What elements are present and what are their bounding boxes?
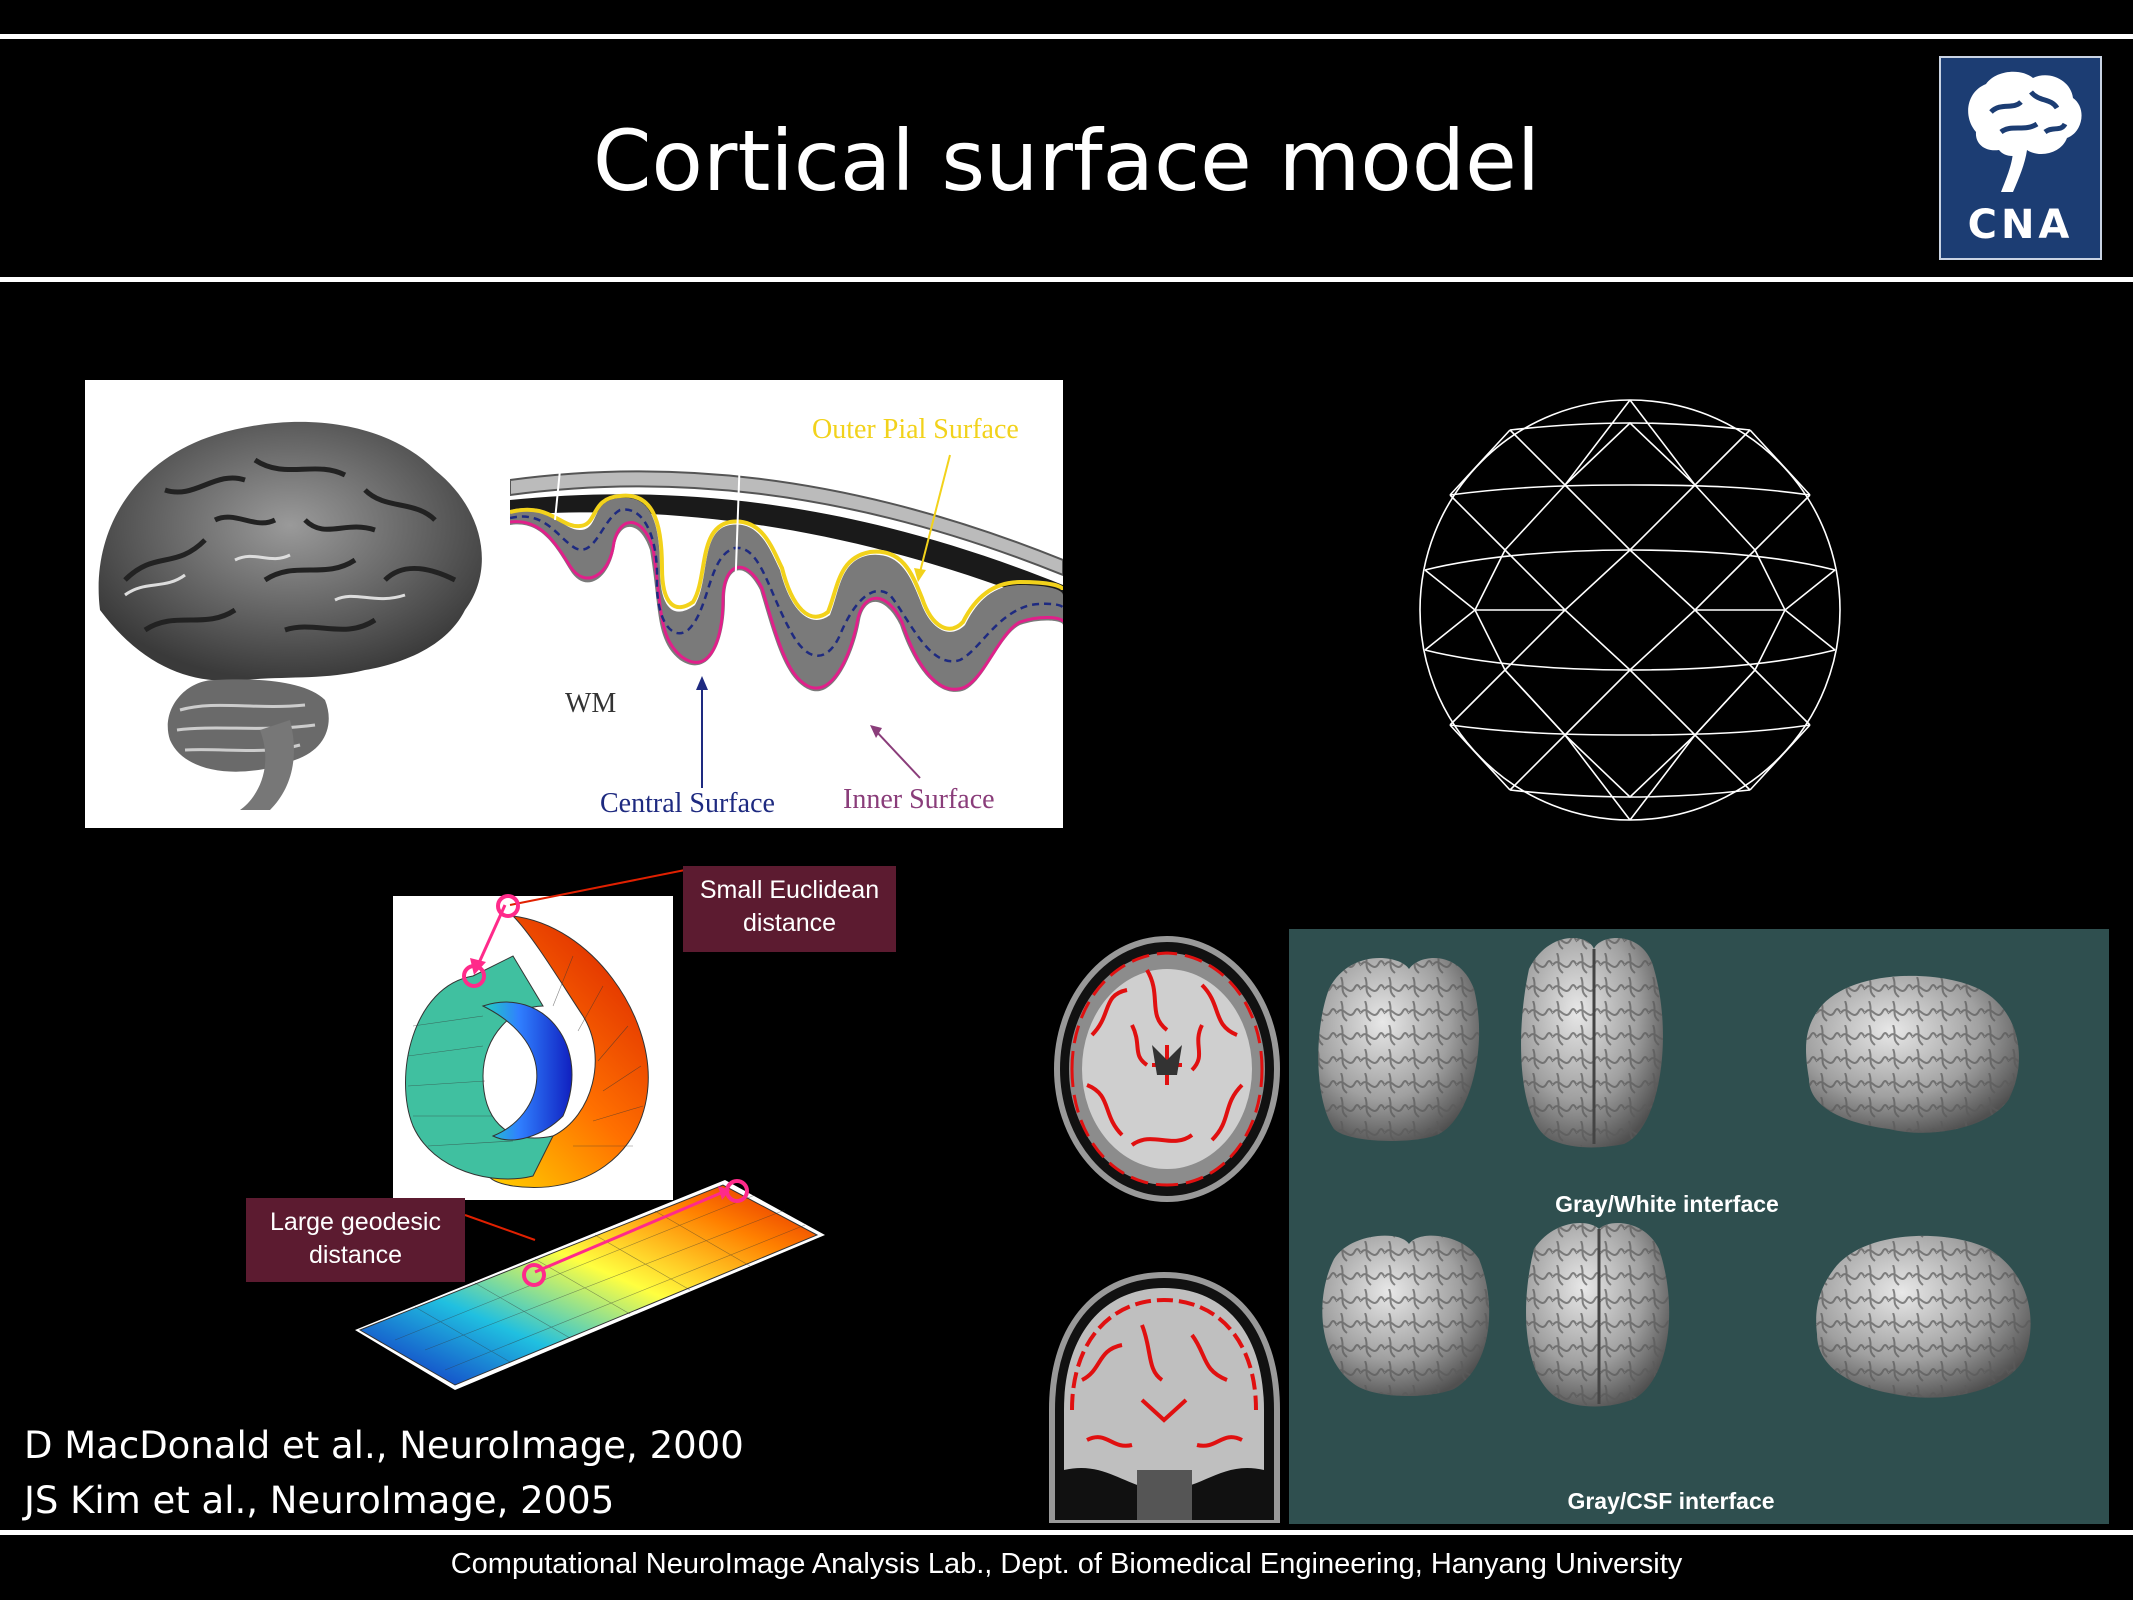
top-rule: [0, 34, 2133, 39]
brain-photo: [85, 380, 535, 828]
label-csf: CSF: [558, 409, 608, 440]
reference-kim: JS Kim et al., NeuroImage, 2005: [24, 1479, 615, 1522]
flat-strip: [355, 1180, 825, 1390]
logo-text: CNA: [1967, 202, 2074, 248]
footer-rule: [0, 1530, 2133, 1535]
label-outer-pial: Outer Pial Surface: [812, 414, 1019, 445]
surface-panel: Gray/White interface Gray/CSF interface: [1289, 929, 2109, 1524]
wireframe-sphere: [1419, 399, 1841, 821]
small-euclidean-label: Small Euclidean distance: [683, 866, 896, 952]
gray-csf-label: Gray/CSF interface: [1567, 1488, 1775, 1514]
cna-logo: CNA: [1939, 56, 2102, 260]
large-geodesic-line2: distance: [308, 1241, 403, 1269]
small-euclidean-line1: Small Euclidean: [699, 876, 880, 904]
header-rule: [0, 277, 2133, 282]
references: D MacDonald et al., NeuroImage, 2000 JS …: [24, 1418, 744, 1528]
reference-macdonald: D MacDonald et al., NeuroImage, 2000: [24, 1424, 744, 1467]
ribbon-figure: [393, 896, 673, 1200]
large-geodesic-label: Large geodesic distance: [246, 1198, 465, 1282]
label-wm: WM: [565, 688, 616, 719]
brain-illustration: [98, 421, 482, 810]
gray-white-label: Gray/White interface: [1555, 1191, 1779, 1217]
brain-icon: [1968, 71, 2082, 192]
slide-title: Cortical surface model: [592, 112, 1541, 210]
mri-axial: [1054, 936, 1280, 1202]
large-geodesic-line1: Large geodesic: [270, 1208, 441, 1236]
cortical-surfaces: [1318, 937, 2031, 1407]
small-euclidean-line2: distance: [742, 909, 837, 937]
footer-text: Computational NeuroImage Analysis Lab., …: [450, 1548, 1683, 1580]
mri-coronal: [1049, 1271, 1280, 1523]
label-gm: GM: [712, 412, 757, 443]
label-central-surface: Central Surface: [600, 788, 775, 819]
label-inner-surface: Inner Surface: [843, 784, 995, 815]
